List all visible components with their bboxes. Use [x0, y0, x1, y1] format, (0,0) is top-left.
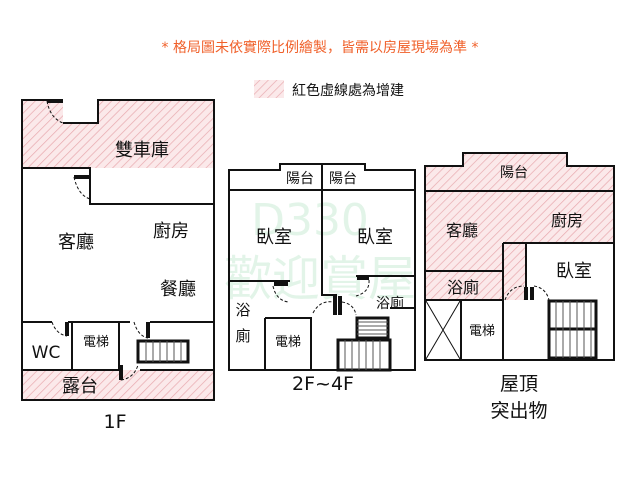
garage-area [22, 100, 214, 168]
room-bath-left: 浴廁 [235, 301, 250, 345]
room-bedroom-left: 臥室 [256, 227, 292, 248]
roof-title-line2: 突出物 [490, 400, 547, 422]
legend-label: 紅色虛線處為增建 [292, 82, 404, 99]
room-garage: 雙車庫 [115, 140, 169, 161]
room-terrace: 露台 [62, 376, 98, 397]
room-bath-right: 浴廁 [376, 295, 404, 312]
watermark-line1: D330 [251, 195, 369, 246]
legend: 紅色虛線處為增建 [254, 80, 404, 99]
room-balcony-left: 陽台 [286, 171, 314, 187]
room-balcony: 陽台 [500, 165, 528, 181]
room-elevator: 電梯 [275, 335, 301, 350]
room-dining: 餐廳 [160, 279, 196, 300]
room-elevator: 電梯 [469, 324, 495, 339]
room-elevator: 電梯 [83, 335, 109, 350]
room-wc: WC [32, 343, 61, 363]
watermark-line2: 歡迎賞屋 [224, 251, 416, 307]
room-living: 客廳 [446, 221, 478, 240]
roof-plan: 陽台 客廳 廚房 臥室 浴廁 電梯 屋頂 突出物 [424, 152, 615, 422]
stairs-icon [136, 339, 190, 364]
room-kitchen: 廚房 [153, 220, 189, 242]
floor-2f-4f-plan: 陽台 陽台 臥室 臥室 浴廁 浴廁 電梯 2F~4F [228, 163, 416, 395]
stairs-icon [336, 316, 392, 372]
floor-2f-4f-title: 2F~4F [292, 373, 354, 395]
stairs-icon [547, 299, 598, 360]
room-bath-left-char: 廁 [235, 327, 250, 345]
room-living: 客廳 [58, 232, 94, 253]
room-bedroom: 臥室 [556, 261, 592, 282]
terrace-area [22, 370, 214, 400]
room-bath-left-char: 浴 [235, 301, 250, 319]
room-bath: 浴廁 [447, 278, 479, 297]
floor-1f-title: 1F [103, 411, 126, 433]
room-bedroom-right: 臥室 [357, 227, 393, 248]
scale-notice: * 格局圖未依實際比例繪製，皆需以房屋現場為準 * [162, 39, 479, 56]
legend-swatch [254, 80, 284, 98]
floor-1f-plan: 雙車庫 客廳 廚房 餐廳 WC 電梯 露台 1F [21, 99, 215, 433]
room-kitchen: 廚房 [551, 211, 583, 230]
room-balcony-right: 陽台 [329, 171, 357, 187]
roof-addition-area [425, 153, 614, 300]
roof-title-line1: 屋頂 [500, 373, 538, 395]
